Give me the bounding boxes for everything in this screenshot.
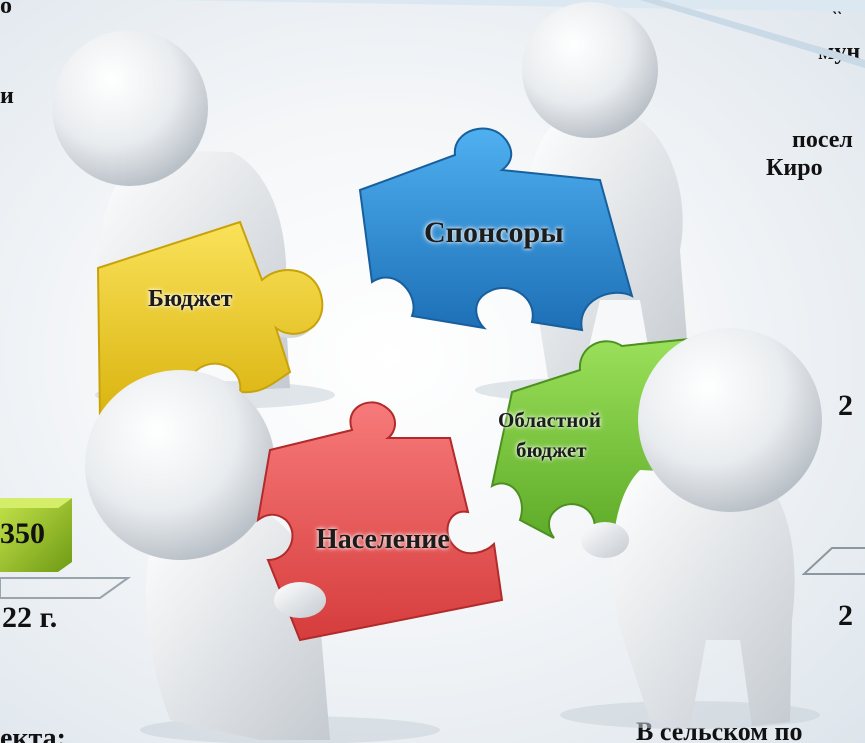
label-yellow-budget: Бюджет bbox=[148, 286, 233, 312]
figure-bottom-right bbox=[581, 328, 822, 728]
slide-text-right-mid-2: Киро bbox=[766, 155, 823, 181]
slide-text-right-mid-1: посел bbox=[792, 127, 853, 153]
right-platform bbox=[801, 547, 865, 575]
label-green-regional-1: Областной bbox=[498, 408, 601, 432]
figure-bottom-left-hand bbox=[274, 582, 326, 618]
slide-text-right-num-1: 2 bbox=[838, 389, 853, 422]
slide-text-left-top-2: и bbox=[0, 83, 14, 109]
label-blue-sponsors: Спонсоры bbox=[424, 216, 564, 249]
slide-text-year: 22 г. bbox=[2, 601, 58, 634]
slide-text-left-top-1: о bbox=[0, 0, 12, 19]
puzzle-piece-blue bbox=[358, 127, 634, 332]
slide-text-bottom-left: екта: bbox=[0, 723, 66, 743]
decor-ribbon bbox=[170, 0, 865, 68]
green-value-box bbox=[0, 498, 132, 599]
slide-text-right-num-2: 2 bbox=[838, 599, 853, 632]
puzzle-piece-red bbox=[256, 401, 504, 642]
label-green-regional-2: бюджет bbox=[516, 438, 587, 462]
green-box-value: 350 bbox=[0, 517, 45, 550]
label-red-population: Население bbox=[316, 524, 450, 555]
